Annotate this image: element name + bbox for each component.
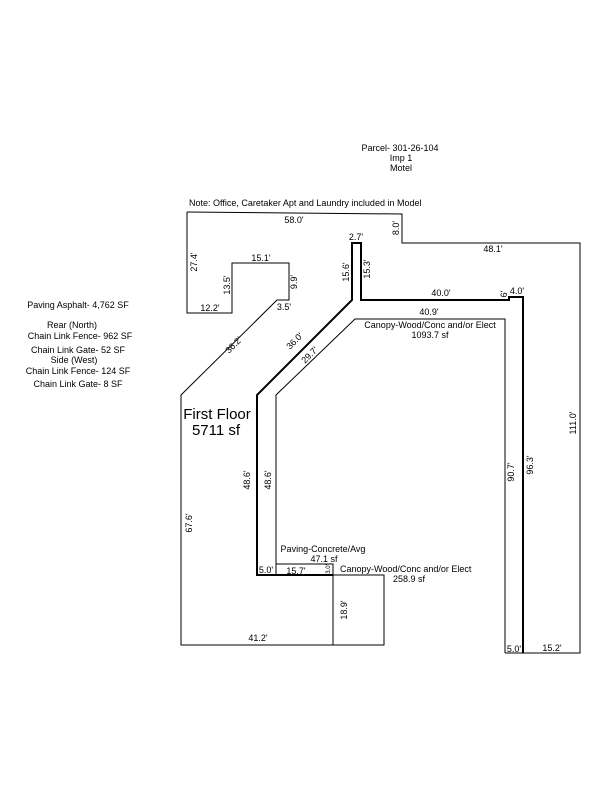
canopy2-area: 258.9 sf: [392, 574, 426, 584]
paving-asphalt: Paving Asphalt- 4,762 SF: [27, 300, 129, 310]
first-floor-inner-wall: [256, 242, 524, 653]
dim-67-6: 67.6': [184, 513, 194, 533]
dim-8: 8.0': [391, 220, 401, 236]
canopy1-label: Canopy-Wood/Conc and/or Elect: [364, 320, 496, 330]
dim-2-7: 2.7': [348, 232, 364, 242]
dim-5-0-left: 5.0': [258, 565, 274, 575]
dim-48-6-inner: 48.6': [263, 470, 273, 490]
dim-15-1: 15.1': [251, 253, 271, 263]
side-gate: Chain Link Gate- 8 SF: [33, 379, 123, 389]
canopy1-area: 1093.7 sf: [411, 330, 449, 340]
first-floor-area: 5711 sf: [191, 422, 241, 439]
rear-gate: Chain Link Gate- 52 SF: [30, 345, 126, 355]
dim-40-0: 40.0': [431, 288, 451, 298]
dim-27-4: 27.4': [189, 252, 199, 272]
paving-area: 47.1 sf: [310, 554, 338, 564]
dim-3-5: 3.5': [276, 302, 292, 312]
dim-15-6: 15.6': [341, 262, 351, 282]
property-use: Motel: [389, 163, 413, 173]
rear-fence: Chain Link Fence- 962 SF: [27, 331, 133, 341]
dim-48-1: 48.1': [483, 244, 503, 254]
dim-4-0: 4.0': [509, 286, 525, 296]
dim-5-0-right: 5.0': [506, 644, 522, 654]
rear-north: Rear (North): [46, 320, 98, 330]
dim-15-3: 15.3': [362, 259, 372, 279]
dim-13-5: 13.5': [222, 275, 232, 295]
dim-58: 58.0': [284, 215, 304, 225]
dim-9-9: 9.9': [289, 274, 299, 290]
parcel-number: Parcel- 301-26-104: [361, 143, 439, 153]
office-outline: [180, 212, 385, 646]
imp-number: Imp 1: [389, 153, 413, 163]
side-fence: Chain Link Fence- 124 SF: [25, 366, 131, 376]
side-west: Side (West): [50, 355, 98, 365]
paving-label: Paving-Concrete/Avg: [280, 544, 366, 554]
dim-40-9: 40.9': [419, 307, 439, 317]
dim-6: 6': [499, 290, 509, 298]
paving-rect: [275, 563, 334, 575]
canopy-outline: [275, 318, 506, 653]
dim-3-0: 3.0': [326, 564, 332, 574]
dim-15-2: 15.2': [542, 643, 562, 653]
note: Note: Office, Caretaker Apt and Laundry …: [189, 198, 422, 208]
dim-96-3: 96.3': [525, 455, 535, 475]
canopy2-label: Canopy-Wood/Conc and/or Elect: [340, 564, 472, 574]
building-outline: [186, 211, 581, 654]
dim-48-6-outer: 48.6': [242, 470, 252, 490]
dim-111: 111.0': [568, 411, 578, 435]
dim-18-9: 18.9': [339, 600, 349, 620]
dim-41-2: 41.2': [248, 633, 268, 643]
first-floor-label: First Floor: [183, 406, 251, 423]
dim-12-2: 12.2': [200, 303, 220, 313]
dim-15-7: 15.7': [286, 566, 306, 576]
dim-90-7: 90.7': [506, 462, 516, 482]
